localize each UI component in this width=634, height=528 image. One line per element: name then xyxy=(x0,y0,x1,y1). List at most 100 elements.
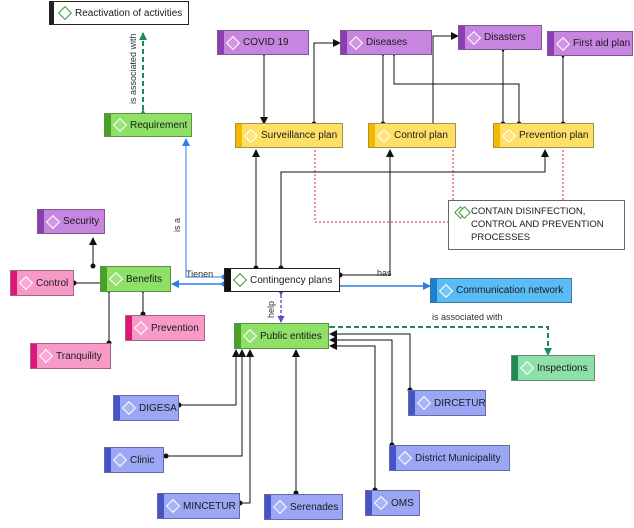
node-label: Control plan xyxy=(394,130,448,141)
node-prevplan[interactable]: Prevention plan xyxy=(493,123,594,148)
diamond-icon xyxy=(376,128,392,143)
node-stripe xyxy=(512,356,518,380)
diamond-icon xyxy=(112,117,128,133)
node-clinic[interactable]: Clinic xyxy=(104,447,164,473)
node-stripe xyxy=(366,491,372,515)
edge-controlplan-disasters xyxy=(432,32,459,124)
diamond-icon xyxy=(225,35,241,50)
node-stripe xyxy=(126,316,132,340)
edge-label-associated-1: is associated with xyxy=(128,33,138,104)
node-control[interactable]: Control xyxy=(10,270,74,296)
node-stripe xyxy=(494,124,500,147)
diamond-icon xyxy=(57,5,73,21)
node-label: Inspections xyxy=(537,362,588,374)
diamond-icon xyxy=(232,272,248,288)
node-label: Clinic xyxy=(130,454,155,466)
node-stripe xyxy=(50,2,54,24)
node-stripe xyxy=(409,391,415,415)
diamond-icon xyxy=(243,128,259,143)
diamond-icon xyxy=(397,450,413,466)
node-prevention[interactable]: Prevention xyxy=(125,315,205,341)
node-mincetur[interactable]: MINCETUR xyxy=(157,493,240,519)
node-stripe xyxy=(235,324,241,348)
node-stripe xyxy=(265,495,271,519)
edge-contingency-controlplan xyxy=(337,149,394,278)
node-label: OMS xyxy=(391,497,414,509)
edge-digesa-public xyxy=(176,349,240,408)
node-label: COVID 19 xyxy=(243,37,289,48)
node-stripe xyxy=(158,494,164,518)
node-security[interactable]: Security xyxy=(37,209,105,234)
node-stripe xyxy=(114,396,120,420)
node-benefits[interactable]: Benefits xyxy=(100,266,171,292)
node-contingency[interactable]: Contingency plans xyxy=(224,268,340,292)
diamond-icon xyxy=(38,348,54,364)
node-oms[interactable]: OMS xyxy=(365,490,420,516)
edge-mincetur-public xyxy=(237,349,254,506)
edge-dircetur-public xyxy=(329,330,413,393)
diamond-icon xyxy=(416,395,432,411)
node-stripe xyxy=(11,271,17,295)
edge-label-is-a: is a xyxy=(172,217,182,232)
node-label: Requirement xyxy=(130,119,188,131)
diamond-icon xyxy=(438,283,454,298)
diamond-icon xyxy=(45,214,61,229)
node-digesa[interactable]: DIGESA xyxy=(113,395,179,421)
diamond-icon xyxy=(108,271,124,287)
node-commnet[interactable]: Communication network xyxy=(430,278,572,303)
diamond-icon xyxy=(18,275,34,291)
diamond-icon xyxy=(272,499,288,515)
node-controlplan[interactable]: Control plan xyxy=(368,123,456,148)
node-label: DIGESA xyxy=(139,402,177,414)
node-stripe xyxy=(341,31,347,54)
diamond-icon xyxy=(466,30,482,45)
node-label: Contingency plans xyxy=(250,274,333,286)
node-reactivation[interactable]: Reactivation of activities xyxy=(49,1,189,25)
diamond-icon xyxy=(133,320,149,336)
edge-contingency-requirement xyxy=(182,138,227,280)
node-stripe xyxy=(105,114,111,136)
node-serenades[interactable]: Serenades xyxy=(264,494,343,520)
node-stripe xyxy=(101,267,107,291)
node-stripe xyxy=(105,448,111,472)
node-label: Security xyxy=(63,216,100,227)
diamond-icon xyxy=(121,400,137,416)
node-covid[interactable]: COVID 19 xyxy=(217,30,309,55)
note-link-surveillance xyxy=(314,150,448,223)
node-label: Control xyxy=(36,277,69,289)
diamond-icon xyxy=(242,328,258,344)
node-label: Reactivation of activities xyxy=(75,7,183,19)
edge-label-help: help xyxy=(266,300,276,318)
node-label: Communication network xyxy=(456,285,564,296)
diamond-icon xyxy=(519,360,535,376)
edge-district-public xyxy=(329,336,395,448)
edge-label-tienen: Tienen xyxy=(186,269,214,279)
node-stripe xyxy=(431,279,437,302)
edge-contingency-prevplan xyxy=(278,149,549,271)
node-tranquility[interactable]: Tranquility xyxy=(30,343,111,369)
note-box: CONTAIN DISINFECTION, CONTROL AND PREVEN… xyxy=(448,200,625,250)
note-text: CONTAIN DISINFECTION, CONTROL AND PREVEN… xyxy=(471,206,604,243)
diamond-icon xyxy=(112,452,128,468)
node-stripe xyxy=(390,446,396,470)
node-firstaid[interactable]: First aid plan xyxy=(547,31,633,56)
node-requirement[interactable]: Requirement xyxy=(104,113,192,137)
edge-oms-public xyxy=(329,342,378,493)
node-label: Prevention xyxy=(151,322,199,334)
edge-surveillance-diseases xyxy=(311,39,341,127)
node-district[interactable]: District Municipality xyxy=(389,445,510,471)
node-stripe xyxy=(31,344,37,368)
diamond-icon xyxy=(373,495,389,511)
node-stripe xyxy=(548,32,554,55)
node-disasters[interactable]: Disasters xyxy=(458,25,542,50)
node-inspections[interactable]: Inspections xyxy=(511,355,595,381)
node-label: Tranquility xyxy=(56,350,102,362)
node-surveillance[interactable]: Surveillance plan xyxy=(235,123,343,148)
node-public[interactable]: Public entities xyxy=(234,323,329,349)
node-diseases[interactable]: Diseases xyxy=(340,30,432,55)
node-label: First aid plan xyxy=(573,38,631,49)
node-dircetur[interactable]: DIRCETUR xyxy=(408,390,486,416)
diamond-icon xyxy=(165,498,181,514)
node-label: Surveillance plan xyxy=(261,130,338,141)
